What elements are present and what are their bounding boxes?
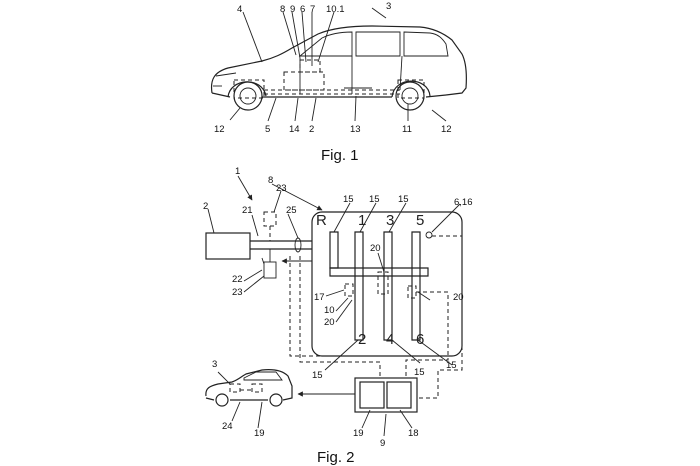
fig2-label-25: 25	[286, 205, 297, 216]
engine-block	[206, 233, 250, 259]
fig2-label-20-a: 20	[370, 243, 381, 254]
fig2-label-9: 9	[380, 438, 385, 449]
fig1-label-12-rear: 12	[441, 124, 452, 135]
fig1-vehicle-side-view	[212, 8, 467, 121]
fig1-label-4: 4	[237, 4, 242, 15]
controller-unit	[355, 378, 417, 412]
fig1-label-12-front: 12	[214, 124, 225, 135]
fig2-label-15-f: 15	[446, 360, 457, 371]
fig2-label-1: 1	[235, 166, 240, 177]
gear-label-r: R	[316, 212, 327, 229]
fig2-label-24: 24	[222, 421, 233, 432]
fig1-label-9: 9	[290, 4, 295, 15]
fig2-label-15-c: 15	[398, 194, 409, 205]
fig1-label-6: 6	[300, 4, 305, 15]
fig2-label-15-b: 15	[369, 194, 380, 205]
gear-label-6: 6	[416, 331, 424, 348]
fig1-label-10-1: 10.1	[326, 4, 345, 15]
fig2-label-23-bottom: 23	[232, 287, 243, 298]
fig2-label-23-top: 23	[276, 183, 287, 194]
fig1-label-11: 11	[402, 124, 412, 135]
gear-label-1: 1	[358, 212, 366, 229]
fig2-reference-labels: 1 23 8 2 21 25 22 23 15 15 15 6,16 20 17…	[203, 166, 473, 466]
fig2-label-19-vehicle: 19	[254, 428, 265, 439]
fig2-label-21: 21	[242, 205, 253, 216]
fig1-label-3: 3	[386, 1, 391, 12]
gear-label-5: 5	[416, 212, 424, 229]
fig2-label-18: 18	[408, 428, 419, 439]
fig2-label-15-d: 15	[312, 370, 323, 381]
fig2-label-3: 3	[212, 359, 217, 370]
fig2-label-22: 22	[232, 274, 243, 285]
fig2-label-15-e: 15	[414, 367, 425, 378]
fig1-label-2: 2	[309, 124, 314, 135]
fig1-label-5: 5	[265, 124, 270, 135]
fig1-caption: Fig. 1	[321, 147, 359, 164]
fig2-label-6-16: 6,16	[454, 197, 473, 208]
fig2-label-20-c: 20	[453, 292, 464, 303]
gear-label-2: 2	[358, 331, 366, 348]
fig2-label-15-a: 15	[343, 194, 354, 205]
fig2-label-10: 10	[324, 305, 335, 316]
fig2-label-20-b: 20	[324, 317, 335, 328]
fig2-caption: Fig. 2	[317, 449, 355, 466]
fig1-label-8: 8	[280, 4, 285, 15]
fig1-label-13: 13	[350, 124, 361, 135]
fig2-label-19-controller: 19	[353, 428, 364, 439]
gear-label-3: 3	[386, 212, 394, 229]
fig1-label-7: 7	[310, 4, 315, 15]
fig1-label-14: 14	[289, 124, 300, 135]
gear-label-4: 4	[386, 331, 394, 348]
fig2-label-17: 17	[314, 292, 325, 303]
fig2-label-8: 8	[268, 175, 273, 186]
fig2-label-2: 2	[203, 201, 208, 212]
